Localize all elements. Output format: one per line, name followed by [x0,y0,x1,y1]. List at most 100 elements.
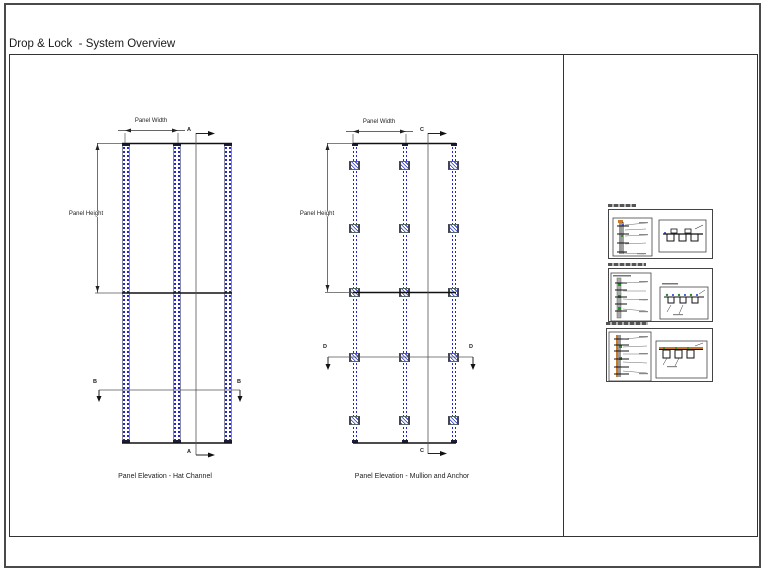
detail-box-1 [608,209,713,259]
mullion-cap [224,440,232,443]
section-letter-b-left: B [93,379,97,385]
green-dot [663,347,665,349]
caption-mullion-anchor: Panel Elevation - Mullion and Anchor [354,473,470,480]
detail-subframe [655,340,708,379]
detail-drawing-3 [608,331,708,382]
profile [670,228,678,234]
wall-bar [619,220,622,254]
green-block [618,307,621,310]
mullion-cap [352,440,358,443]
label-smudge [613,275,631,277]
anchor-clip [349,288,360,297]
anchor-clip [448,224,459,233]
mullion-cap [451,440,457,443]
profile [679,296,687,304]
leader-line [622,361,648,364]
section-letter-b-right: B [237,379,241,385]
blue-dot [622,224,624,226]
section-letter-d-right: D [469,344,473,350]
green-block [618,283,621,286]
detail-subframe [658,219,707,253]
detail-box-3 [606,328,713,382]
profile [666,233,675,242]
orange-strip [659,347,703,349]
label-smudge [639,234,648,236]
blue-dot [696,294,698,296]
leader-line [698,289,706,295]
leader-line [622,336,648,340]
leader-line [624,228,647,231]
label-smudge [662,283,678,285]
anchor-clip [448,353,459,362]
green-dot [675,347,677,349]
green-dot [677,293,681,297]
mullion-cap [402,440,408,443]
section-letter-c-bottom: C [420,448,424,454]
profile [691,296,699,304]
detail-caption-placeholder [606,322,648,325]
label-smudge [639,336,648,338]
detail-drawing-1 [612,217,707,257]
profile [684,228,692,234]
profile [674,349,683,359]
leader-line [622,345,648,348]
detail-subframe [610,272,652,322]
anchor-clip [448,288,459,297]
section-letter-a-top: A [187,127,191,133]
anchor-clip [349,224,360,233]
label-smudge [639,373,648,375]
profile [690,233,699,242]
hat-channel-mullion-middle [173,143,181,443]
anchor-clip [349,161,360,170]
label-smudge [639,222,648,224]
sheet-title: Drop & Lock - System Overview [9,38,176,50]
anchor-clip [349,416,360,425]
label-smudge [639,299,648,301]
profile [686,349,695,359]
label-smudge [673,314,683,316]
blue-dot [672,294,674,296]
wall-bar [618,335,621,377]
dim-label-panel-height: Panel Height [56,211,116,217]
mullion-cap [173,440,181,443]
mullion-cap [402,143,408,146]
detail-caption-placeholder [608,263,646,266]
green-dot [689,293,693,297]
leader-line [622,370,648,374]
profile [667,296,675,304]
mullion-cap [352,143,358,146]
drawing-area-frame [9,54,564,537]
orange-cap [618,220,623,223]
anchor-clip [399,161,410,170]
green-block [619,345,622,348]
leader-line [662,357,668,366]
section-letter-c-top: C [420,127,424,133]
leader-line [622,308,647,312]
green-dot [665,293,669,297]
blue-dot [684,294,686,296]
label-smudge [667,366,677,368]
label-smudge [639,353,648,355]
mullion-cap [122,440,130,443]
profile [678,233,687,242]
section-letter-a-bottom: A [187,449,191,455]
mullion-cap [451,143,457,146]
leader-line [678,304,684,315]
label-smudge [639,281,648,283]
label-smudge [639,311,648,313]
section-letter-d-left: D [323,344,327,350]
leader-line [624,242,647,245]
details-panel-frame [563,54,758,537]
leader-line [674,357,680,367]
blue-dot [664,232,666,234]
anchor-clip [399,353,410,362]
anchor-clip [399,224,410,233]
leader-line [694,224,704,230]
mullion-cap [173,143,181,146]
anchor-clip [349,353,360,362]
anchor-clip [448,161,459,170]
detail-subframe [659,286,709,320]
profile [662,349,671,359]
green-dot [687,347,689,349]
